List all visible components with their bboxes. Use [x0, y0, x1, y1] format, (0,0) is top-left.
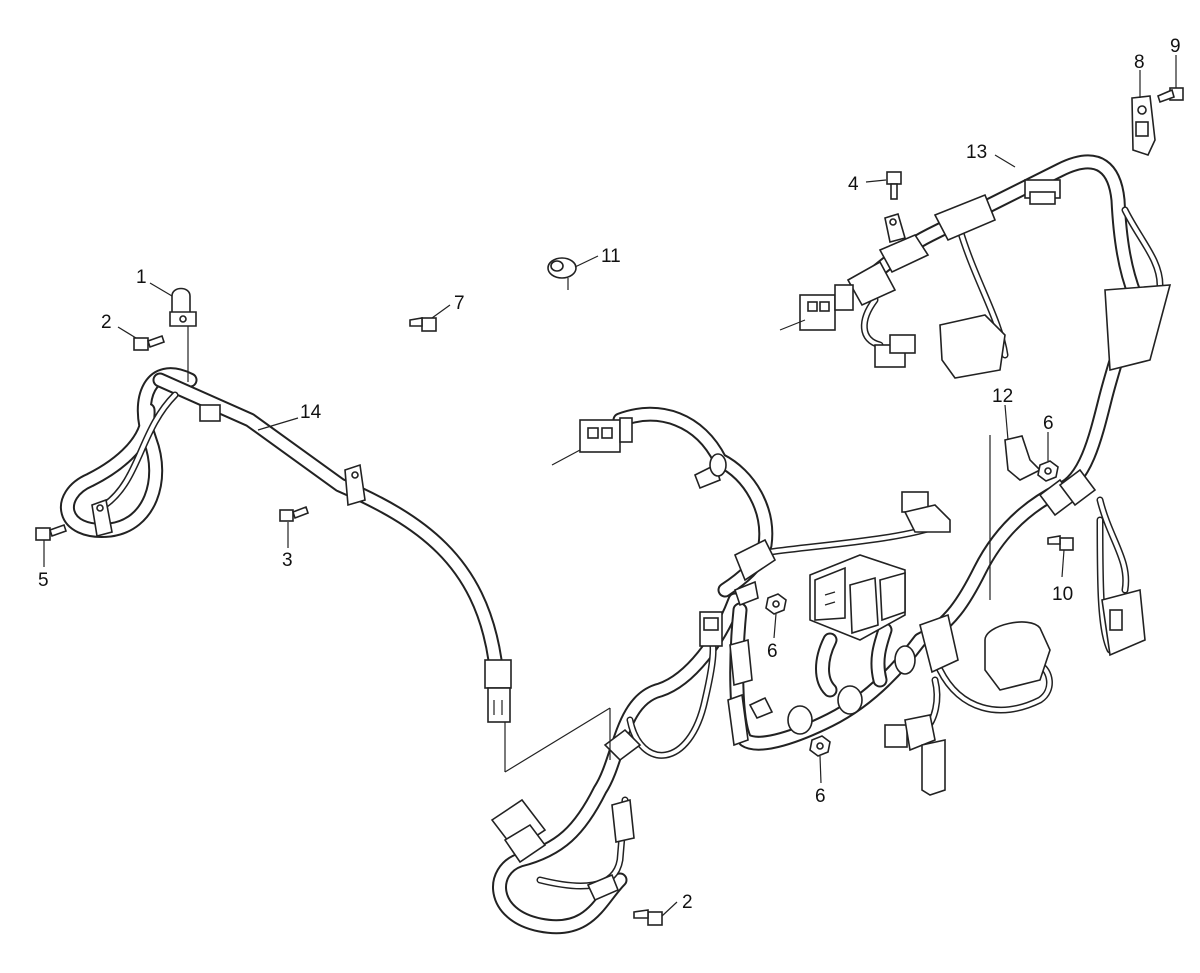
screw-part-9	[1157, 87, 1184, 104]
callout-4: 4	[848, 174, 859, 195]
callout-11: 11	[601, 246, 621, 267]
clip-part-11	[547, 257, 577, 290]
callout-8: 8	[1134, 52, 1145, 73]
clamp-part-1	[169, 287, 197, 382]
main-harness	[490, 287, 1146, 935]
bracket-part-8	[1131, 95, 1156, 156]
callout-3: 3	[282, 550, 293, 571]
nut-part-6-lower	[809, 735, 831, 757]
callout-12: 12	[992, 386, 1013, 407]
callout-6-lower: 6	[815, 786, 826, 807]
screw-part-2-lower	[633, 909, 663, 926]
screw-part-3	[279, 505, 310, 522]
screw-part-7	[409, 317, 437, 332]
callout-6-right: 6	[1043, 413, 1054, 434]
callout-10: 10	[1052, 584, 1073, 605]
screw-part-5	[35, 523, 68, 541]
nut-part-6-right	[1037, 460, 1059, 482]
callout-13: 13	[966, 142, 987, 163]
callout-5: 5	[38, 570, 49, 591]
callout-2-lower: 2	[682, 892, 693, 913]
sub-harness-14	[59, 367, 512, 723]
screw-part-10	[1047, 535, 1074, 551]
leader-lines	[43, 55, 1177, 917]
callout-6-upper: 6	[767, 641, 778, 662]
sub-harness-13	[779, 154, 1172, 379]
callout-9: 9	[1170, 36, 1181, 57]
nut-part-6-upper	[765, 593, 787, 615]
screw-part-2-upper	[133, 334, 166, 351]
callout-14: 14	[300, 402, 322, 423]
callout-1: 1	[136, 267, 147, 288]
callout-labels: 1 2 14 3 5 7 11 4 13 8 9 12 6 10 6 6 2	[38, 36, 1181, 913]
bolt-part-4	[886, 171, 902, 200]
callout-7: 7	[454, 293, 465, 314]
callout-2-upper: 2	[101, 312, 112, 333]
